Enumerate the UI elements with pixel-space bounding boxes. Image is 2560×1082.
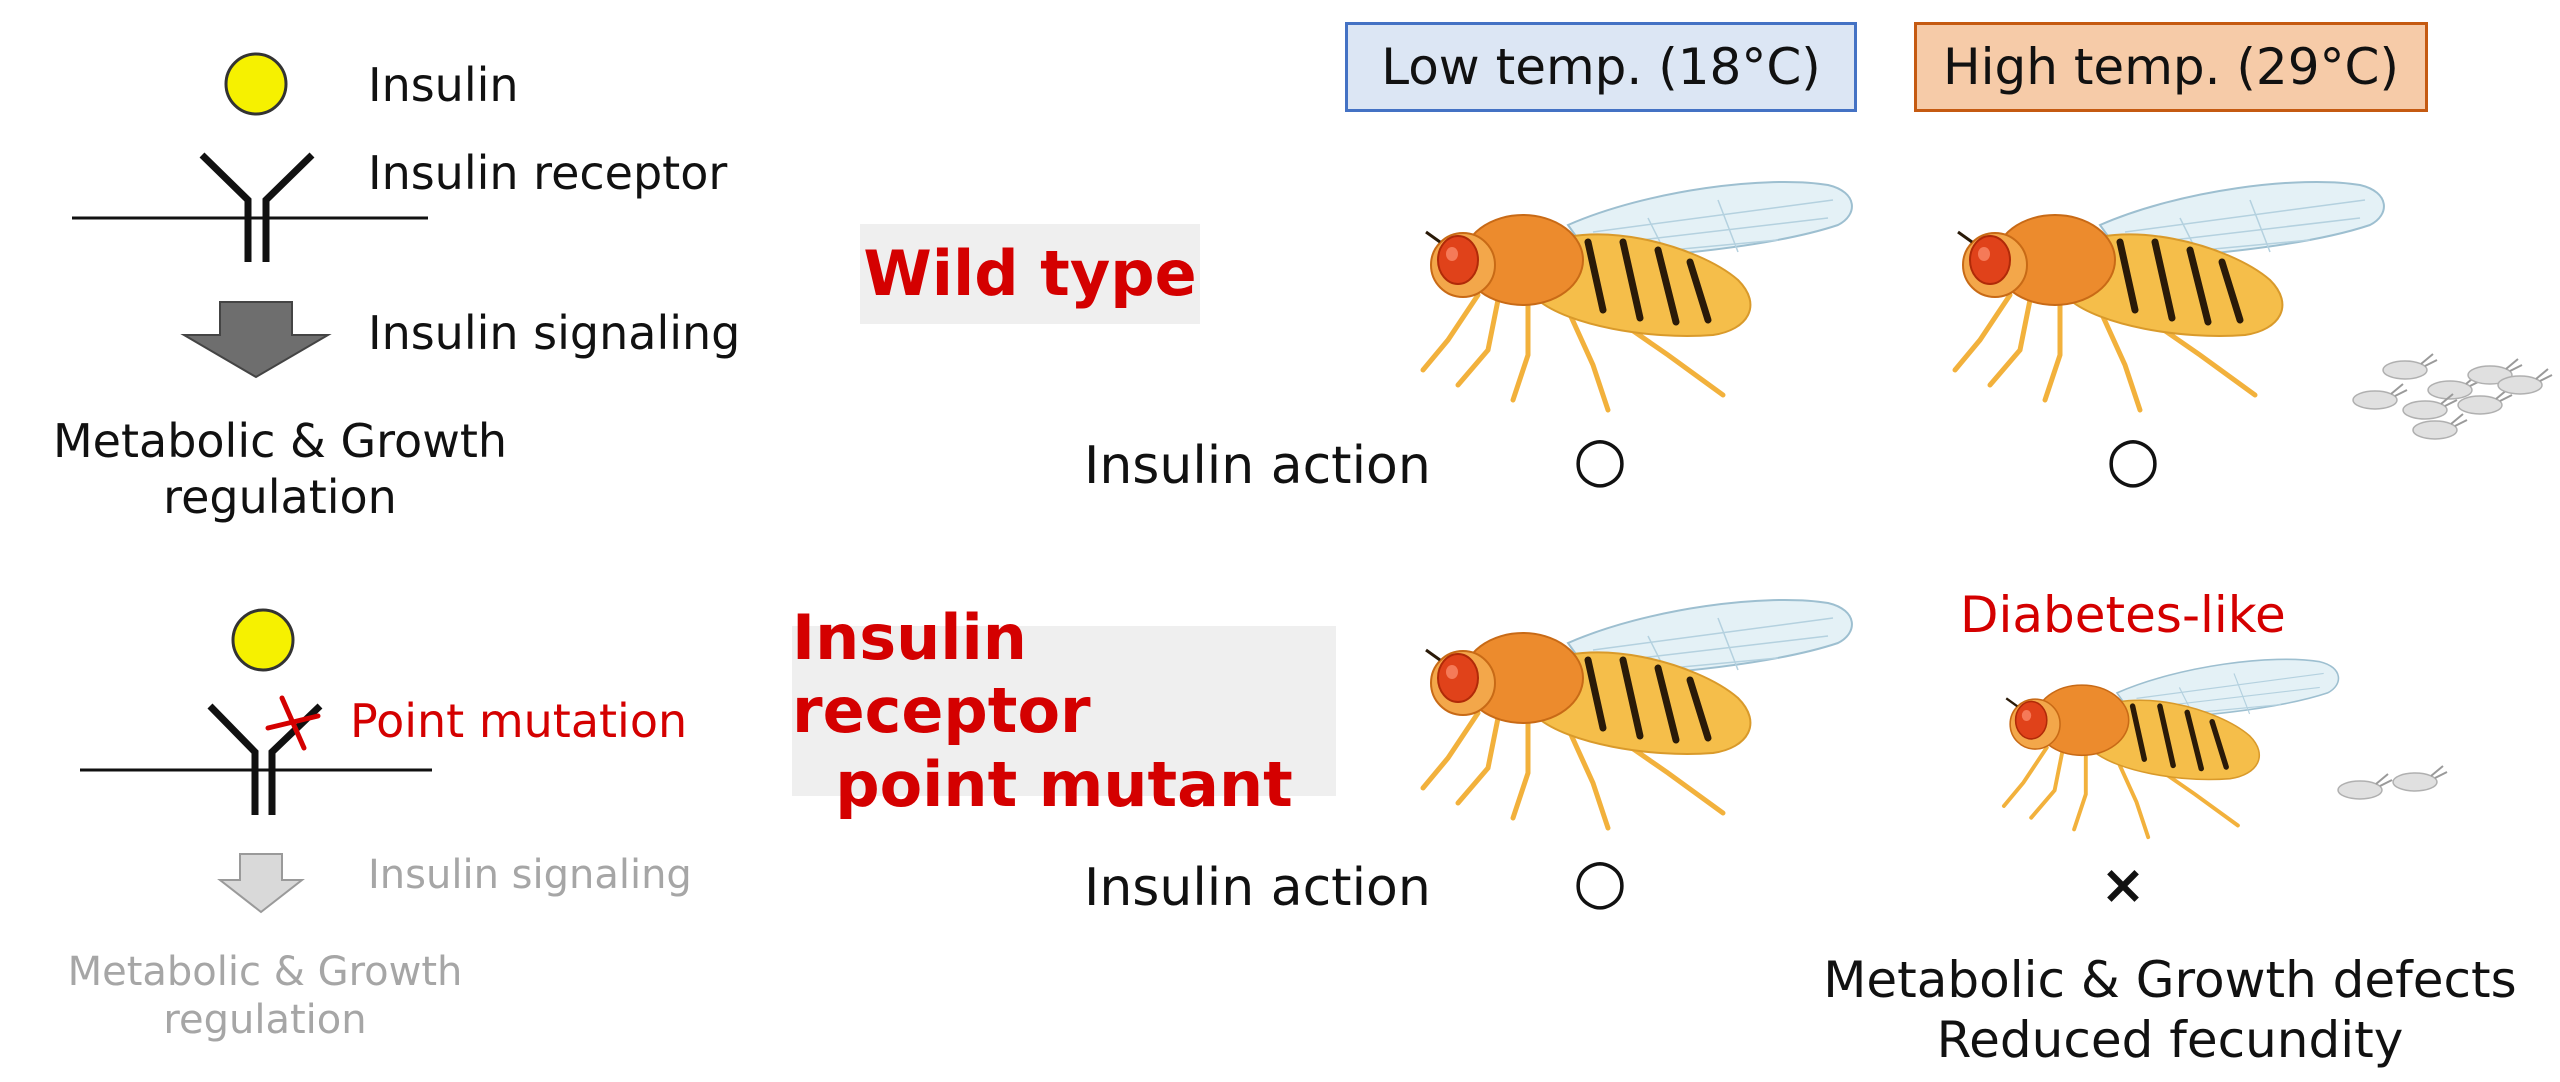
low-temp-header: Low temp. (18°C) (1345, 22, 1857, 112)
outcome-label-line1: Metabolic & Growth (52, 414, 508, 468)
egg-icon (2337, 773, 2393, 800)
arrow-down-icon-bottom (217, 853, 305, 914)
insulin-action-label-mutant: Insulin action (1084, 858, 1431, 918)
insulin-action-label-wild: Insulin action (1084, 436, 1431, 496)
fly-icon-wild-high (1955, 182, 2384, 410)
egg-icon (2402, 393, 2458, 420)
egg-icon (2352, 383, 2408, 410)
diabetes-like-label: Diabetes-like (1960, 586, 2286, 644)
insulin-label: Insulin (368, 58, 519, 112)
result-mutant-low: ○ (1572, 844, 1628, 917)
mutant-label-line2: point mutant (835, 747, 1293, 821)
receptor-icon-top (199, 152, 315, 262)
egg-icon (2392, 765, 2448, 792)
insulin-signaling-label: Insulin signaling (368, 306, 741, 360)
outcome-label-line2: regulation (163, 470, 397, 524)
result-wild-high: ○ (2105, 422, 2161, 495)
fly-icon-mutant-high (2004, 659, 2339, 837)
egg-icon (2382, 353, 2438, 380)
insulin-molecule-top (224, 52, 288, 116)
outcome-gray-line1: Metabolic & Growth (67, 949, 463, 995)
fly-icon-wild-low (1423, 182, 1852, 410)
wild-type-label: Wild type (863, 237, 1197, 311)
fly-icon-mutant-low (1423, 600, 1852, 828)
defects-line1: Metabolic & Growth defects (1823, 951, 2517, 1009)
insulin-molecule-bottom (231, 608, 295, 672)
insulin-signaling-gray-label: Insulin signaling (368, 852, 692, 898)
outcome-gray-line2: regulation (163, 997, 367, 1043)
egg-cluster-mutant-high (2337, 765, 2448, 800)
arrow-down-icon-top (180, 301, 332, 379)
wild-type-box: Wild type (860, 224, 1200, 324)
defects-line2: Reduced fecundity (1936, 1011, 2404, 1069)
high-temp-header: High temp. (29°C) (1914, 22, 2428, 112)
insulin-receptor-label: Insulin receptor (368, 146, 728, 200)
egg-cluster-wild-high (2352, 353, 2553, 440)
mutant-box: Insulin receptor point mutant (792, 601, 1336, 821)
receptor-icon-bottom (207, 703, 323, 815)
mutant-label-line1: Insulin receptor (792, 601, 1091, 748)
point-mutation-label: Point mutation (350, 694, 688, 748)
result-wild-low: ○ (1572, 422, 1628, 495)
result-mutant-high: × (2100, 853, 2146, 916)
mutation-cross-icon (265, 695, 321, 751)
